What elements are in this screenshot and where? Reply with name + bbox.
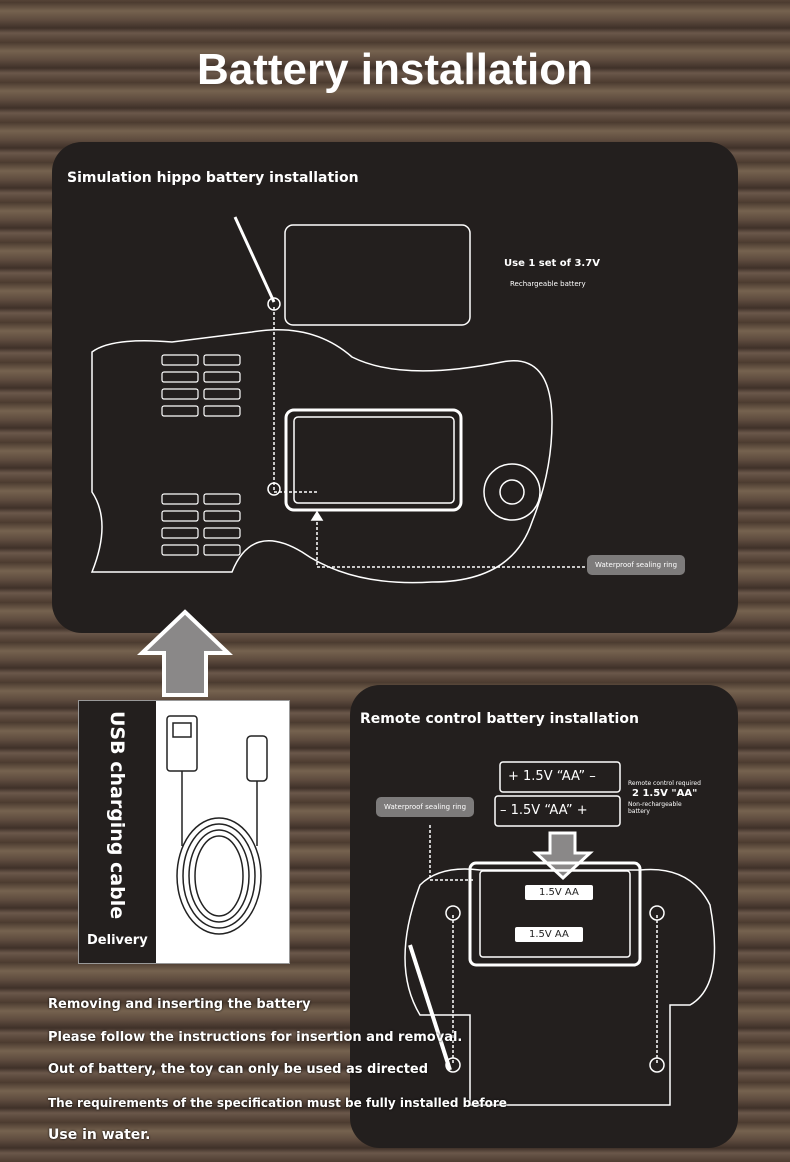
hippo-diagram [90,216,587,584]
usb-cable-panel: USB charging cable Delivery [78,700,290,964]
instruction-4: The requirements of the specification mu… [48,1096,507,1110]
usb-cable-icon [166,715,268,935]
battery-type: Rechargeable battery [510,280,586,288]
hippo-heading: Simulation hippo battery installation [67,170,359,186]
req-line1: Remote control required [628,780,701,787]
slot2-battery: 1.5V AA [515,927,583,942]
hippo-battery-panel: Simulation hippo battery installation Us… [52,142,738,633]
remote-seal-label: Waterproof sealing ring [376,797,475,817]
instruction-1: Removing and inserting the battery [48,997,311,1012]
usb-title: USB charging cable [106,711,128,920]
delivery-label: Delivery [87,933,148,948]
battery-spec: Use 1 set of 3.7V [504,258,600,269]
seal-label: Waterproof sealing ring [587,555,686,575]
instruction-3: Out of battery, the toy can only be used… [48,1062,429,1077]
page-title: Battery installation [196,45,594,94]
remote-diagram [404,761,716,1106]
remote-battery-panel: Remote control battery installation + 1.… [350,685,738,1148]
battery-top: + 1.5V “AA” – [508,769,596,784]
instruction-5: Use in water. [48,1127,151,1143]
req-line3: Non-rechargeable battery [628,801,682,815]
remote-heading: Remote control battery installation [360,711,639,727]
slot1-battery: 1.5V AA [525,885,593,900]
req-line2: 2 1.5V "AA" [632,788,698,799]
instruction-2: Please follow the instructions for inser… [48,1030,463,1045]
battery-bottom: – 1.5V “AA” + [500,803,588,818]
